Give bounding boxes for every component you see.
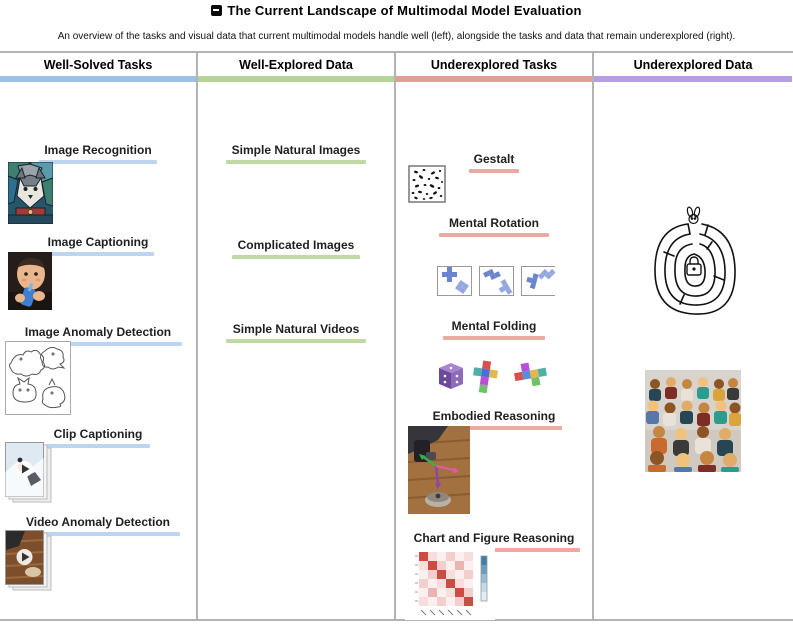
column-well-solved-tasks: Well-Solved Tasks Image Recognition <box>0 53 198 619</box>
column-well-explored-data: Well-Explored Data Simple Natural Images… <box>198 53 396 619</box>
title-logo-icon <box>211 5 223 16</box>
overview-board: Well-Solved Tasks Image Recognition <box>0 51 793 621</box>
column-underexplored-data: Underexplored Data <box>594 53 792 619</box>
baby-drinking-image <box>8 252 52 310</box>
figure-caption: An overview of the tasks and visual data… <box>57 31 736 42</box>
maze-example-image <box>650 202 738 320</box>
dalmatian-dots-image <box>408 165 446 203</box>
crowd-photo-example-image <box>645 370 741 472</box>
task-embodied-reasoning: Embodied Reasoning <box>396 407 592 430</box>
column-accent-bar <box>0 76 196 82</box>
data-simple-natural-images: Simple Natural Images <box>198 141 394 164</box>
snowboard-clip-image <box>5 442 53 504</box>
task-mental-rotation: Mental Rotation <box>396 214 592 237</box>
figure-title-text: The Current Landscape of Multimodal Mode… <box>227 3 582 18</box>
task-gestalt: Gestalt <box>396 150 592 173</box>
wood-scene-clip-image <box>5 530 53 592</box>
data-complicated-images: Complicated Images <box>198 236 394 259</box>
data-simple-natural-videos: Simple Natural Videos <box>198 320 394 343</box>
column-accent-bar <box>198 76 394 82</box>
cube-folding-nets-image <box>437 360 555 394</box>
stained-glass-husky-image <box>8 162 53 224</box>
task-mental-folding: Mental Folding <box>396 317 592 340</box>
column-underexplored-tasks: Underexplored Tasks Gestalt <box>396 53 594 620</box>
column-header: Underexplored Tasks <box>430 58 558 72</box>
task-video-anomaly-detection: Video Anomaly Detection <box>0 513 196 536</box>
task-image-recognition: Image Recognition <box>0 141 196 164</box>
task-image-captioning: Image Captioning <box>0 233 196 256</box>
column-accent-bar <box>594 76 792 82</box>
task-clip-captioning: Clip Captioning <box>0 425 196 448</box>
column-header: Underexplored Data <box>633 58 753 72</box>
task-image-anomaly-detection: Image Anomaly Detection <box>0 323 196 346</box>
rotated-puzzle-pieces-image <box>437 264 555 298</box>
column-header: Well-Solved Tasks <box>43 58 153 72</box>
robot-arm-scene-image <box>408 426 470 514</box>
column-accent-bar <box>396 76 592 82</box>
animal-sketch-image <box>5 341 71 415</box>
figure-title: The Current Landscape of Multimodal Mode… <box>0 3 793 18</box>
correlation-heatmap-image <box>405 548 495 620</box>
column-header: Well-Explored Data <box>239 58 353 72</box>
